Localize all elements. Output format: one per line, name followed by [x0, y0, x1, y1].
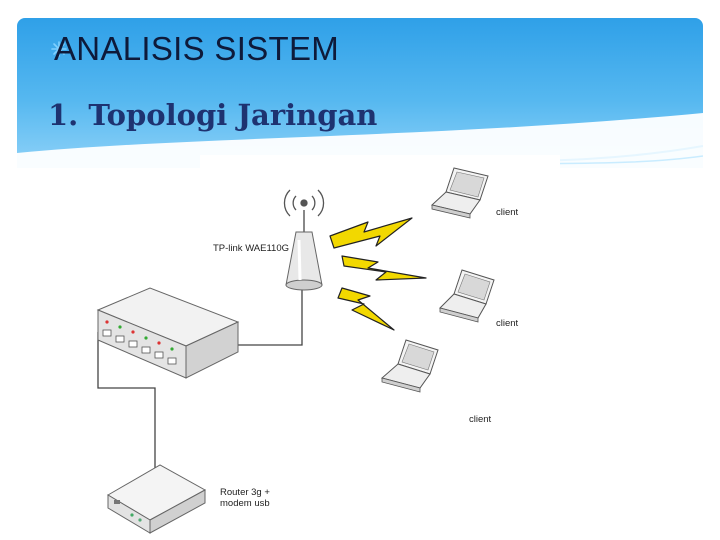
client-label: client: [496, 207, 519, 218]
wifi-signal-icon: [283, 189, 325, 217]
slide-title: ANALISIS SISTEM: [54, 30, 340, 67]
laptop-client-icon: [380, 339, 439, 393]
network-cables: [97, 288, 303, 488]
access-point-label: TP-link WAE110G: [213, 243, 290, 254]
slide-header-band: [17, 18, 703, 168]
slide-subtitle: 1. Topologi Jaringan: [48, 98, 378, 132]
lightning-bolt-icon: [337, 287, 395, 331]
router-label-line2: modem usb: [220, 498, 270, 509]
router-label-line1: Router 3g +: [220, 487, 270, 498]
router-modem-device: [107, 464, 207, 534]
lightning-bolt-icon: [329, 217, 413, 249]
asterisk-bullet-icon: [51, 41, 67, 57]
laptop-client-icon: [430, 167, 489, 219]
laptop-client-icon: [439, 269, 495, 323]
network-switch-device: [96, 287, 240, 379]
client-label: client: [469, 414, 492, 425]
lightning-bolt-icon: [341, 255, 427, 281]
access-point-device: [285, 210, 323, 291]
client-label: client: [496, 318, 519, 329]
